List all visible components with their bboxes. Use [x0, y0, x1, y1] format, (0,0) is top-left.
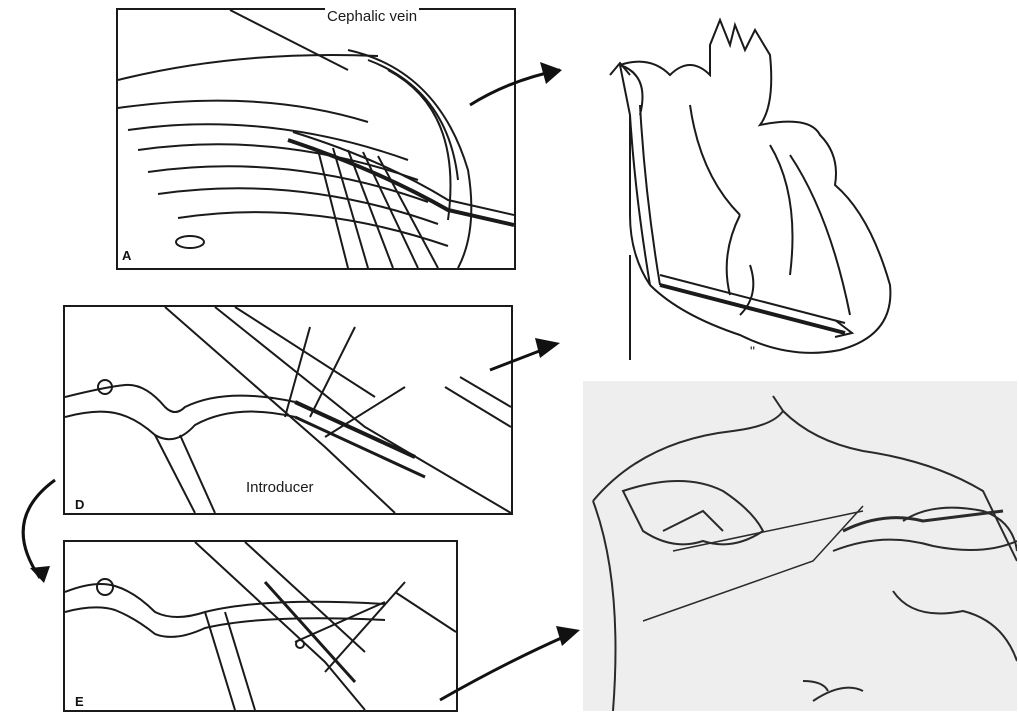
- arrowhead-a: [540, 62, 562, 84]
- arrow-d-to-e: [23, 480, 55, 578]
- arrowhead-d: [535, 338, 560, 358]
- arrowhead-e: [30, 566, 50, 583]
- arrowhead-photo: [556, 626, 580, 646]
- arrow-e-to-photo: [440, 632, 575, 700]
